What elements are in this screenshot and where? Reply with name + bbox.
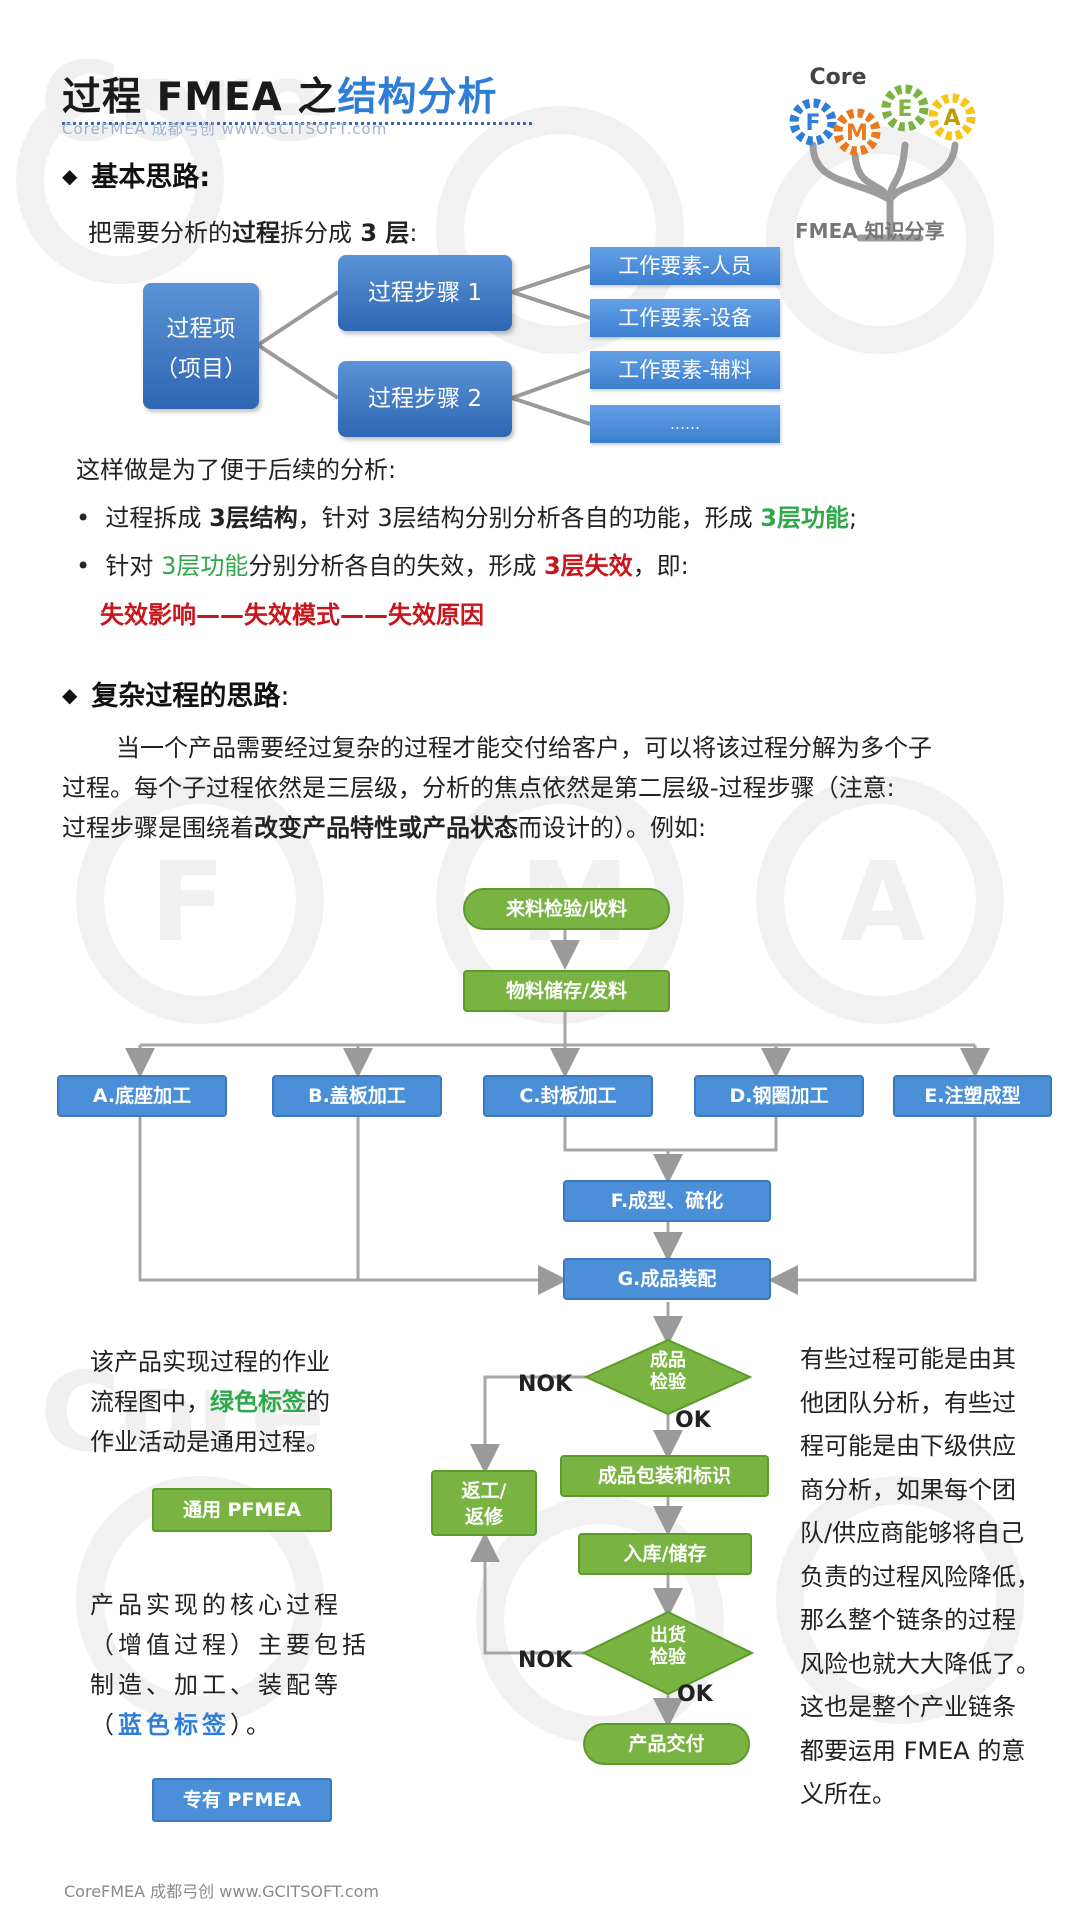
tree-work-element-material: 工作要素-辅料 [590,351,780,389]
flow-node-d-steel-ring-machining: D.钢圈加工 [694,1075,864,1117]
tag-specific-pfmea: 专有 PFMEA [152,1778,332,1822]
tree-work-element-people: 工作要素-人员 [590,247,780,285]
section2-paragraph: 当一个产品需要经过复杂的过程才能交付给客户，可以将该过程分解为多个子 过程。每个… [62,734,932,842]
flow-node-material-storage: 物料储存/发料 [463,970,670,1012]
left-note-core-process: 产品实现的核心过程 （增值过程）主要包括 制造、加工、装配等 （蓝色标签）。 [90,1591,370,1739]
svg-text:Core: Core [40,1348,325,1476]
section1-bullet-2: • 针对 3层功能分别分析各自的失效，形成 3层失效，即: [76,552,689,580]
flow-decision-shipping-inspection-label: 出货检验 [650,1625,686,1668]
tree-work-element-equipment: 工作要素-设备 [590,299,780,337]
footer-credit: CoreFMEA 成都弓创 www.GCITSOFT.com [64,1882,380,1901]
logo-letter-f: F [805,111,820,136]
section1-after-text: 这样做是为了便于后续的分析: [76,456,397,484]
flow-label-nok-2: NOK [518,1648,573,1673]
flow-label-nok-1: NOK [518,1372,573,1397]
flow-node-e-injection-molding: E.注塑成型 [893,1075,1052,1117]
flow-node-b-cover-machining: B.盖板加工 [272,1075,442,1117]
flow-node-product-delivery: 产品交付 [583,1723,750,1765]
flow-node-f-molding-vulcanizing: F.成型、硫化 [563,1180,771,1222]
core-fmea-logo: F M E A Core FMEA 知识分享 [780,60,1010,245]
flow-node-packaging-labeling: 成品包装和标识 [560,1455,769,1497]
logo-letter-m: M [846,121,868,146]
section1-bullet-1: • 过程拆成 3层结构，针对 3层结构分别分析各自的功能，形成 3层功能; [76,504,858,532]
diamond-bullet-icon: ◆ [62,164,78,188]
tree-process-step-2: 过程步骤 2 [338,361,512,437]
left-note-general-process: 该产品实现过程的作业 流程图中，绿色标签的 作业活动是通用过程。 [90,1348,330,1456]
svg-text:F: F [150,838,225,966]
title-underline [62,122,532,125]
flow-label-ok-1: OK [675,1408,711,1433]
tree-process-step-1: 过程步骤 1 [338,255,512,331]
flow-node-rework: 返工/返修 [431,1470,537,1536]
flow-node-g-final-assembly: G.成品装配 [563,1258,771,1300]
logo-word: Core [809,65,866,90]
failure-chain: 失效影响——失效模式——失效原因 [100,601,484,629]
tree-connectors [256,264,591,426]
svg-text:A: A [840,838,925,966]
flow-node-warehousing: 入库/储存 [578,1533,752,1575]
section-heading-basic: ◆基本思路: [62,162,211,193]
flow-node-incoming-inspection: 来料检验/收料 [463,888,670,930]
section-heading-complex: ◆复杂过程的思路: [62,681,290,712]
flow-node-c-seal-plate-machining: C.封板加工 [483,1075,653,1117]
logo-letter-e: E [897,97,912,122]
flow-node-a-base-machining: A.底座加工 [57,1075,227,1117]
logo-graphic: F M E A Core [789,65,976,242]
page-title: 过程 FMEA 之结构分析 [62,75,498,120]
flow-decision-final-inspection [583,1338,753,1416]
right-note-supply-chain: 有些过程可能是由其 他团队分析，有些过 程可能是由下级供应 商分析，如果每个团 … [800,1345,1040,1808]
flow-label-ok-2: OK [677,1682,713,1707]
tree-root-process-item: 过程项 （项目） [143,283,259,409]
tree-work-element-more: …… [590,405,780,443]
logo-caption: FMEA 知识分享 [795,219,945,243]
flow-decision-shipping-inspection [581,1610,755,1696]
section1-intro: 把需要分析的过程拆分成 3 层: [88,219,418,247]
diamond-bullet-icon: ◆ [62,683,78,707]
logo-letter-a: A [943,106,960,131]
tag-general-pfmea: 通用 PFMEA [152,1488,332,1532]
flow-decision-final-inspection-label: 成品检验 [650,1350,686,1393]
svg-text:Core: Core [40,38,325,166]
title-subtitle: CoreFMEA 成都弓创 www.GCITSOFT.com [62,120,388,138]
